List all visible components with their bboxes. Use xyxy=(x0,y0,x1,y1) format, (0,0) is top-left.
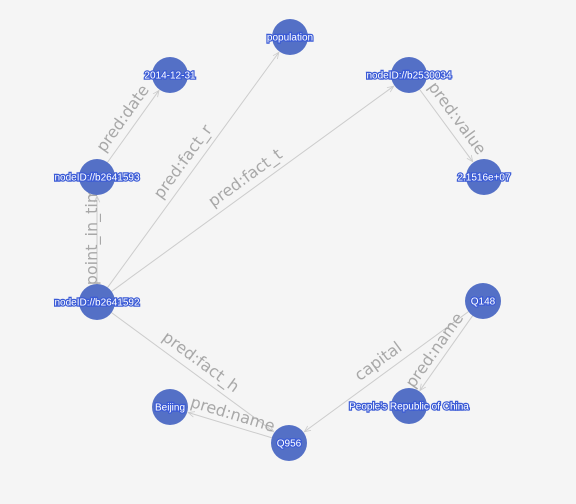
node-label: Beijing xyxy=(155,403,185,414)
edge-label: pred:fact_t xyxy=(204,144,286,211)
edge-Q148-Q956 xyxy=(304,311,469,432)
edges-layer xyxy=(97,52,474,439)
edge-label: point_in_time xyxy=(82,178,102,286)
nodes-layer: population 2014-12-31 nodeID://b2530034 nod… xyxy=(53,19,512,461)
graph-node-beijing[interactable]: Beijing xyxy=(152,389,188,425)
edge-b2641592-Q956 xyxy=(111,312,274,432)
node-circle[interactable] xyxy=(152,389,188,425)
edge-label: pred:value xyxy=(424,78,490,158)
node-circle[interactable] xyxy=(466,159,502,195)
edge-b2641592-population xyxy=(107,52,279,288)
graph-node-prc[interactable]: People's Republic of China xyxy=(348,388,471,424)
node-label: nodeID://b2641592 xyxy=(54,298,140,309)
graph-node-date[interactable]: 2014-12-31 xyxy=(143,57,197,93)
node-circle[interactable] xyxy=(272,19,308,55)
node-label: Q956 xyxy=(277,439,302,450)
graph-node-b2530034[interactable]: nodeID://b2530034 xyxy=(365,57,453,93)
edge-label: pred:date xyxy=(92,81,153,155)
node-label: 2.1516e+07 xyxy=(457,173,511,184)
edge-label: pred:fact_r xyxy=(149,121,217,203)
graph-node-b2641593[interactable]: nodeID://b2641593 xyxy=(53,159,141,195)
node-label: nodeID://b2641593 xyxy=(54,173,140,184)
edge-b2530034-value xyxy=(419,89,473,162)
node-circle[interactable] xyxy=(391,388,427,424)
node-label: Q148 xyxy=(471,297,496,308)
edge-Q956-beijing xyxy=(188,413,272,439)
node-label: People's Republic of China xyxy=(349,402,469,413)
edge-b2641593-date xyxy=(107,90,158,163)
graph-node-value[interactable]: 2.1516e+07 xyxy=(456,159,512,195)
node-circle[interactable] xyxy=(465,283,501,319)
node-label: nodeID://b2530034 xyxy=(366,71,452,82)
node-label: 2014-12-31 xyxy=(144,71,196,82)
edge-b2641592-b2530034 xyxy=(111,86,394,292)
node-circle[interactable] xyxy=(79,159,115,195)
node-circle[interactable] xyxy=(271,425,307,461)
graph-node-population[interactable]: population xyxy=(266,19,314,55)
node-label: population xyxy=(267,33,313,44)
edge-label: pred:name xyxy=(188,392,277,435)
graph-node-b2641592[interactable]: nodeID://b2641592 xyxy=(53,284,141,320)
graph-node-Q956[interactable]: Q956 xyxy=(271,425,307,461)
graph-node-Q148[interactable]: Q148 xyxy=(465,283,501,319)
node-circle[interactable] xyxy=(79,284,115,320)
edge-label: pred:name xyxy=(401,309,467,391)
node-circle[interactable] xyxy=(152,57,188,93)
edge-Q148-prc xyxy=(420,315,474,391)
node-circle[interactable] xyxy=(391,57,427,93)
edge-label: pred:fact_h xyxy=(158,327,243,397)
